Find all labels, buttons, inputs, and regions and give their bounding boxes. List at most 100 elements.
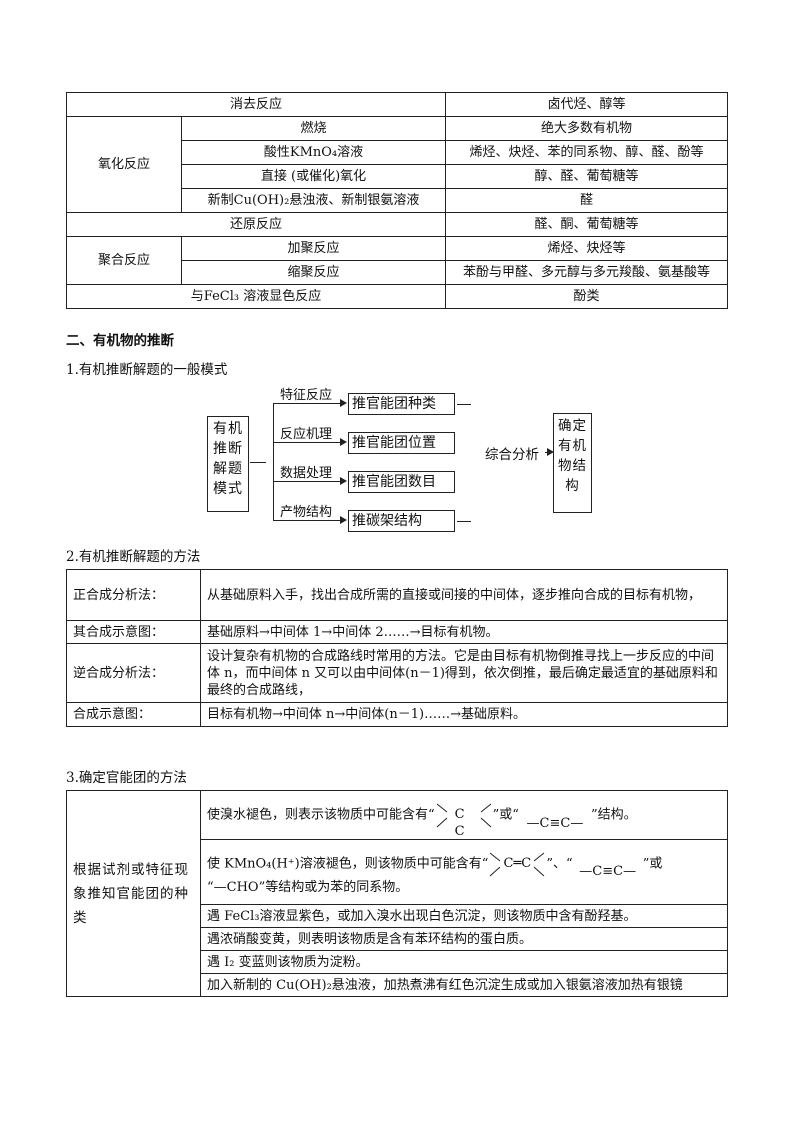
target-box: 推官能团种类 — [348, 393, 455, 415]
branch-line — [273, 403, 341, 404]
reaction-cell: 消去反应 — [66, 92, 446, 117]
reaction-sub: 酸性KMnO₄溶液 — [181, 140, 446, 165]
row-text: ”、“ — [546, 856, 573, 871]
branch-label: 特征反应 — [280, 388, 333, 403]
table-row: 酸性KMnO₄溶液 烯烃、炔烃、苯的同系物、醇、醛、酚等 — [67, 140, 728, 165]
alkyne-label: —C≡C— — [526, 815, 584, 831]
box-line: 推断 — [213, 441, 243, 457]
alkyne-label: —C≡C— — [579, 864, 637, 879]
alkene-label: C═C — [503, 855, 532, 871]
reaction-value: 醛、酮、葡萄糖等 — [445, 212, 728, 237]
table-row: 加入新制的 Cu(OH)₂悬浊液，加热煮沸有红色沉淀生成或加入银氨溶液加热有银镜 — [67, 973, 728, 997]
table-row: 还原反应 醛、酮、葡萄糖等 — [66, 212, 728, 237]
arrow-icon — [340, 477, 347, 485]
table-row: 与FeCl₃ 溶液显色反应 酚类 — [66, 284, 728, 309]
reaction-sub: 燃烧 — [181, 116, 446, 141]
box-line: 构 — [565, 478, 580, 494]
target-box: 推碳架结构 — [348, 510, 455, 532]
reaction-value: 苯酚与甲醛、多元醇与多元羧酸、氨基酸等 — [445, 260, 728, 285]
reaction-type-table: 消去反应 卤代烃、醇等 氧化反应 燃烧 绝大多数有机物 酸性KMnO₄溶液 烯烃… — [66, 92, 728, 309]
alkene-label: C C — [454, 807, 473, 839]
method-label: 正合成分析法： — [66, 569, 201, 621]
table-row: 遇 I₂ 变蓝则该物质为淀粉。 — [67, 950, 728, 974]
functional-row: 遇 FeCl₃溶液显紫色，或加入溴水出现白色沉淀，则该物质中含有酚羟基。 — [200, 904, 728, 928]
alkene-bonds-icon — [490, 852, 545, 876]
arrow-icon — [340, 399, 347, 407]
target-box: 推官能团数目 — [348, 471, 455, 493]
subsection-title: 3.确定官能团的方法 — [66, 770, 187, 786]
reaction-sub: 缩聚反应 — [181, 260, 446, 285]
table-row: 氧化反应 燃烧 绝大多数有机物 — [66, 116, 728, 213]
functional-row: 加入新制的 Cu(OH)₂悬浊液，加热煮沸有红色沉淀生成或加入银氨溶液加热有银镜 — [200, 973, 728, 997]
functional-left-label: 根据试剂或特征现象推知官能团的种类 — [66, 790, 201, 997]
row-text: ”或 — [642, 856, 663, 871]
reaction-cell: 与FeCl₃ 溶液显色反应 — [66, 284, 446, 309]
branch-label: 反应机理 — [280, 427, 333, 442]
table-row: 遇 FeCl₃溶液显紫色，或加入溴水出现白色沉淀，则该物质中含有酚羟基。 — [67, 904, 728, 928]
table-row: 合成示意图： 目标有机物→中间体 n→中间体(n－1)……→基础原料。 — [66, 702, 728, 727]
row-text: 使 KMnO₄(H⁺)溶液褪色，则该物质中可能含有“ — [207, 856, 489, 871]
box-line: 确定 — [558, 418, 587, 434]
functional-row: 使溴水褪色，则表示该物质中可能含有“ C C ”或“—C≡C—”结构。 — [200, 790, 728, 840]
reaction-value: 烯烃、炔烃等 — [445, 236, 728, 261]
box-line: 解题 — [213, 461, 243, 477]
reaction-sub: 直接 (或催化)氧化 — [181, 164, 446, 189]
reaction-sub: 新制Cu(OH)₂悬浊液、新制银氨溶液 — [181, 188, 446, 213]
method-text: 从基础原料入手，找出合成所需的直接或间接的中间体，逐步推向合成的目标有机物， — [200, 569, 728, 621]
subsection-title: 1.有机推断解题的一般模式 — [66, 362, 228, 378]
table-row: 逆合成分析法： 设计复杂有机物的合成路线时常用的方法。它是由目标有机物倒推寻找上… — [66, 643, 728, 703]
table-row: 缩聚反应 苯酚与甲醛、多元醇与多元羧酸、氨基酸等 — [67, 260, 728, 285]
method-text: 设计复杂有机物的合成路线时常用的方法。它是由目标有机物倒推寻找上一步反应的中间体… — [200, 643, 728, 703]
alkene-bonds-icon — [436, 803, 491, 828]
branch-label: 产物结构 — [280, 505, 333, 520]
table-row: 根据试剂或特征现象推知官能团的种类 使溴水褪色，则表示该物质中可能含有“ C C… — [66, 790, 728, 997]
branch-line — [273, 520, 341, 521]
dash-line — [457, 521, 471, 522]
subsection-title: 2.有机推断解题的方法 — [66, 549, 201, 565]
reaction-value: 烯烃、炔烃、苯的同系物、醇、醛、酚等 — [445, 140, 728, 165]
bracket-line — [273, 403, 274, 520]
table-row: 其合成示意图： 基础原料→中间体 1→中间体 2……→目标有机物。 — [66, 620, 728, 644]
table-row: 新制Cu(OH)₂悬浊液、新制银氨溶液 醛 — [67, 188, 728, 213]
table-row: 使 KMnO₄(H⁺)溶液褪色，则该物质中可能含有“ C═C ”、“ —C≡C— ”… — [67, 839, 728, 905]
method-text: 目标有机物→中间体 n→中间体(n－1)……→基础原料。 — [200, 702, 728, 727]
method-label: 其合成示意图： — [66, 620, 201, 644]
diagram-left-box: 有机 推断 解题 模式 — [207, 416, 249, 512]
diagram-right-box: 确定 有机 物结 构 — [553, 413, 592, 513]
row-text: ”结构。 — [590, 807, 637, 823]
reaction-sub: 加聚反应 — [181, 236, 446, 261]
box-line: 有机 — [558, 438, 587, 454]
table-row: 正合成分析法： 从基础原料入手，找出合成所需的直接或间接的中间体，逐步推向合成的… — [66, 569, 728, 621]
reaction-group: 氧化反应 — [66, 116, 182, 213]
branch-line — [273, 442, 341, 443]
reaction-cell: 还原反应 — [66, 212, 446, 237]
reaction-value: 醇、醛、葡萄糖等 — [445, 164, 728, 189]
reaction-value: 醛 — [445, 188, 728, 213]
arrow-icon — [340, 516, 347, 524]
functional-row: 使 KMnO₄(H⁺)溶液褪色，则该物质中可能含有“ C═C ”、“ —C≡C— ”… — [200, 839, 728, 905]
method-label: 逆合成分析法： — [66, 643, 201, 703]
functional-row: 遇 I₂ 变蓝则该物质为淀粉。 — [200, 950, 728, 974]
arrow-icon — [340, 438, 347, 446]
method-label: 合成示意图： — [66, 702, 201, 727]
connector-line — [250, 462, 266, 463]
row-text: “—CHO”等结构或为苯的同系物。 — [207, 879, 409, 895]
reaction-group: 聚合反应 — [66, 236, 182, 285]
middle-label: 综合分析 — [485, 447, 539, 463]
box-line: 模式 — [213, 481, 243, 497]
table-row: 直接 (或催化)氧化 醇、醛、葡萄糖等 — [67, 164, 728, 189]
row-text: 使溴水褪色，则表示该物质中可能含有“ — [207, 807, 435, 823]
method-table: 正合成分析法： 从基础原料入手，找出合成所需的直接或间接的中间体，逐步推向合成的… — [66, 569, 728, 727]
table-row: 消去反应 卤代烃、醇等 — [66, 92, 728, 117]
functional-group-table: 根据试剂或特征现象推知官能团的种类 使溴水褪色，则表示该物质中可能含有“ C C… — [66, 790, 728, 997]
table-row: 遇浓硝酸变黄，则表明该物质是含有苯环结构的蛋白质。 — [67, 927, 728, 951]
alkene-structure: C═C — [488, 849, 546, 879]
target-box: 推官能团位置 — [348, 432, 455, 454]
table-row: 聚合反应 加聚反应 烯烃、炔烃等 — [66, 236, 728, 285]
functional-row: 遇浓硝酸变黄，则表明该物质是含有苯环结构的蛋白质。 — [200, 927, 728, 951]
method-text: 基础原料→中间体 1→中间体 2……→目标有机物。 — [200, 620, 728, 644]
reaction-value: 卤代烃、醇等 — [445, 92, 728, 117]
arrow-icon — [547, 448, 554, 456]
branch-line — [273, 481, 341, 482]
box-line: 物结 — [558, 458, 587, 474]
